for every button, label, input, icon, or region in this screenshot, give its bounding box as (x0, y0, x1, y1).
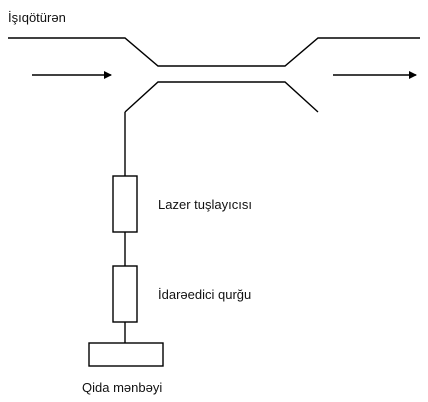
fiber-coupler (8, 37, 420, 113)
fiber-label: İşıqötürən (8, 10, 66, 25)
laser-block (112, 175, 138, 233)
power-block (88, 342, 164, 367)
controller-label: İdarəedici qurğu (158, 287, 251, 302)
laser-label: Lazer tuşlayıcısı (158, 197, 252, 212)
controller-block (112, 265, 138, 323)
fiber-bottom-edge (124, 81, 319, 113)
fiber-top-edge (8, 37, 420, 67)
power-label: Qida mənbəyi (82, 380, 162, 395)
